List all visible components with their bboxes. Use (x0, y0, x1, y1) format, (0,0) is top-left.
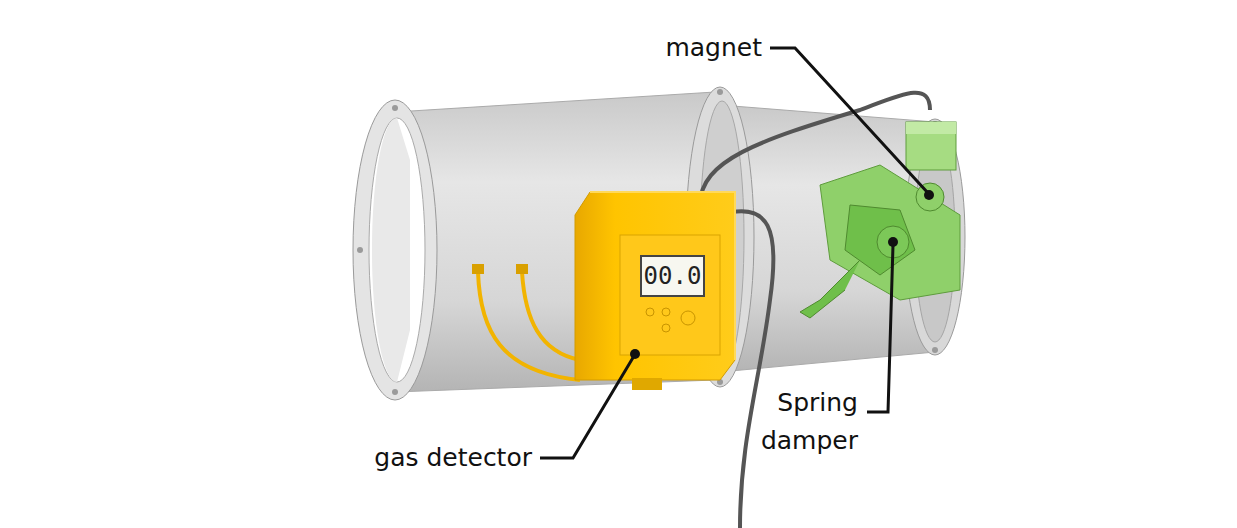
display-reading: 00.0 (642, 258, 703, 294)
part-label: Spring damper (708, 384, 858, 460)
part-label: magnet (665, 29, 762, 67)
part-label: gas detector (374, 439, 532, 477)
